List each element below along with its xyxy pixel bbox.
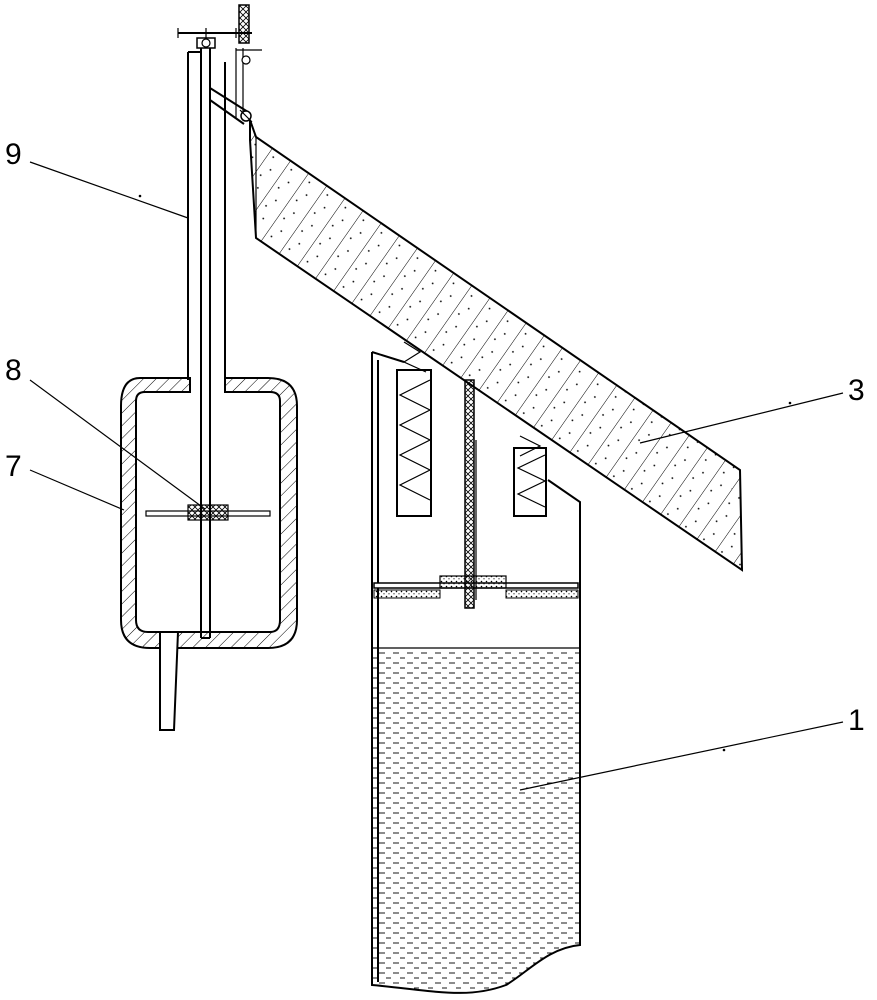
label-7: 7 bbox=[5, 450, 22, 483]
top-mechanism bbox=[177, 4, 262, 123]
label-3: 3 bbox=[848, 374, 865, 407]
leader-lines bbox=[29, 161, 844, 791]
label-9: 9 bbox=[5, 138, 22, 171]
drive-shaft bbox=[187, 42, 249, 639]
mixing-container bbox=[120, 377, 298, 731]
label-1: 1 bbox=[848, 704, 865, 737]
leader-7 bbox=[29, 469, 125, 511]
left-spring bbox=[396, 341, 432, 517]
rack-rod bbox=[464, 379, 477, 609]
label-8: 8 bbox=[5, 354, 22, 387]
leader-1 bbox=[519, 721, 844, 791]
liquid-tank bbox=[371, 351, 581, 994]
leader-3 bbox=[639, 392, 844, 444]
right-spring bbox=[513, 435, 547, 517]
inclined-plate bbox=[249, 119, 744, 572]
leader-8 bbox=[29, 379, 206, 510]
leader-9 bbox=[29, 161, 189, 219]
